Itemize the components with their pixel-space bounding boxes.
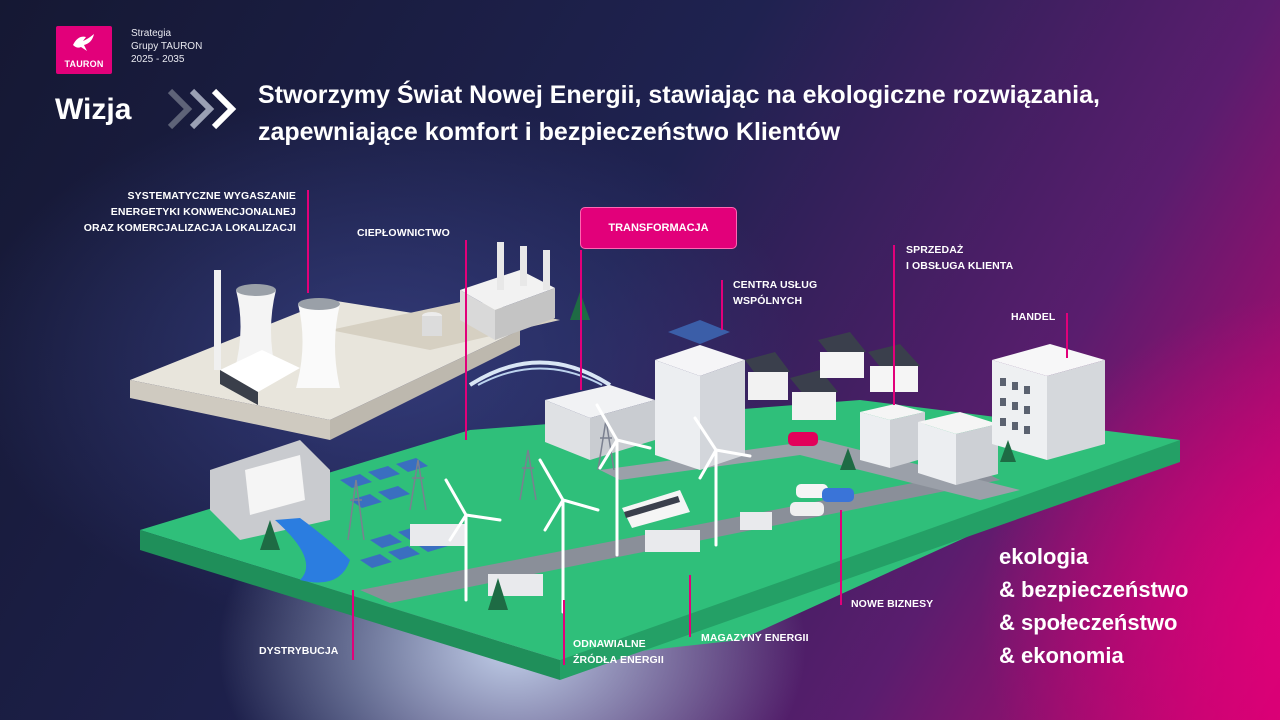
label-line: ORAZ KOMERCJALIZACJA LOKALIZACJI <box>83 222 296 234</box>
strategy-line: Strategia <box>131 28 172 39</box>
label-line: WSPÓLNYCH <box>733 295 803 307</box>
label-sales: SPRZEDAŻ I OBSŁUGA KLIENTA <box>906 242 1013 274</box>
callout-line <box>563 600 565 665</box>
label-shared-services: CENTRA USŁUG WSPÓLNYCH <box>733 277 817 309</box>
callout-line <box>893 245 895 405</box>
values-list: ekologia & bezpieczeństwo & społeczeństw… <box>999 540 1188 672</box>
vision-statement: Stworzymy Świat Nowej Energii, stawiając… <box>258 77 1238 151</box>
value-item: & bezpieczeństwo <box>999 577 1189 602</box>
strategy-caption: Strategia Grupy TAURON 2025 - 2035 <box>131 27 202 66</box>
strategy-line: Grupy TAURON <box>131 41 203 52</box>
label-trade: HANDEL <box>1011 311 1056 323</box>
label-new-business: NOWE BIZNESY <box>851 598 934 610</box>
vision-line: Stworzymy Świat Nowej Energii, stawiając… <box>258 81 1100 109</box>
label-storage: MAGAZYNY ENERGII <box>701 632 809 644</box>
label-line: I OBSŁUGA KLIENTA <box>906 260 1014 272</box>
callout-line <box>465 240 467 440</box>
value-item: ekologia <box>999 544 1089 569</box>
label-line: CENTRA USŁUG <box>733 279 818 291</box>
callout-line <box>1066 313 1068 358</box>
callout-line <box>840 510 842 605</box>
label-conventional: SYSTEMATYCZNE WYGASZANIE ENERGETYKI KONW… <box>48 188 296 236</box>
callout-line <box>580 250 582 390</box>
logo-text: TAURON <box>64 59 104 69</box>
label-renewables: ODNAWIALNE ŹRÓDŁA ENERGII <box>573 636 664 668</box>
label-distribution: DYSTRYBUCJA <box>259 645 339 657</box>
label-heating: CIEPŁOWNICTWO <box>357 227 450 239</box>
label-line: ŹRÓDŁA ENERGII <box>573 654 664 666</box>
callout-line <box>689 575 691 637</box>
callout-line <box>352 590 354 660</box>
value-item: & społeczeństwo <box>999 610 1178 635</box>
chevrons-icon <box>167 88 237 130</box>
label-line: ENERGETYKI KONWENCJONALNEJ <box>110 206 296 218</box>
label-line: SYSTEMATYCZNE WYGASZANIE <box>127 190 296 202</box>
value-item: & ekonomia <box>999 643 1124 668</box>
label-line: ODNAWIALNE <box>573 638 646 650</box>
strategy-line: 2025 - 2035 <box>131 54 185 65</box>
callout-line <box>307 190 309 293</box>
vision-label: Wizja <box>55 93 132 126</box>
tauron-logo: TAURON <box>56 26 112 74</box>
tauron-mark-icon <box>73 34 94 51</box>
transformation-badge: TRANSFORMACJA <box>580 207 737 249</box>
label-line: SPRZEDAŻ <box>906 244 964 256</box>
vision-line: zapewniające komfort i bezpieczeństwo Kl… <box>258 118 841 146</box>
callout-line <box>721 280 723 330</box>
